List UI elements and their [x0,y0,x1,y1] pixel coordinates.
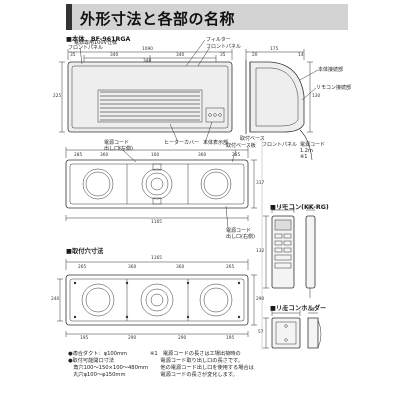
dim-holes-top-sub-2: 360 [128,265,137,270]
note-left-1: ●適合ダクト：φ100mm [68,351,128,357]
side-view [245,49,319,161]
main-unit-heading: ■本体 BF-961RGA [66,36,131,43]
dim-depth-sub: 130 [312,94,321,99]
power-note: 電源専用100V仕様 [74,40,117,46]
label-cord-exit-right: 出し口(右側) [226,234,255,240]
label-body-display: 本体表示部 [203,140,229,146]
dim-remote-width: 45 [279,205,285,210]
dim-holder-depth: 23 [309,308,315,313]
label-heater-cover: ヒーターカバー [164,140,200,146]
dim-holder-height: 57 [258,330,264,335]
mounting-holes-heading: ■取付穴寸法 [66,248,104,255]
dim-left-edge: 35 [70,53,76,58]
note-left-4: 丸穴φ100～φ150mm [68,372,126,378]
note-left-3: 角穴100～150×100～480mm [68,365,148,371]
label-front-panel-left: フロントパネル [68,45,104,51]
remote-holder-drawing [263,310,322,349]
dim-holder-width: 61 [282,308,288,313]
label-remote-connection: リモコン接続部 [316,85,352,91]
label-note-mark: ※1 [300,154,308,160]
dim-sub-width-3: 340 [143,59,152,64]
label-power-cord-bottom: 電源コード [104,140,130,146]
label-front-panel-side: フロントパネル [262,142,298,148]
note-right-2: 電源コード取り出し口の長さです。 [150,358,243,364]
bottom-view [65,145,257,229]
dim-holes-top-sub-1: 265 [78,265,87,270]
label-front-panel-right: フロントパネル [206,44,242,50]
dim-holes-bottom-sub-1: 195 [80,336,89,341]
label-filter: フィルター [206,37,231,43]
label-mounting-base-view: 取付ベース板 [226,143,256,149]
remote-holder-heading: ■リモコンホルダー [270,305,327,312]
dim-depth: 175 [270,47,279,52]
note-right-1: ※1 電源コードの長さは工場出荷時の [150,351,241,357]
front-view [59,39,233,144]
label-cord-length: 1.2m [300,148,313,154]
label-body-connection: 本体接続部 [318,67,344,73]
title-bar: 外形寸法と各部の名称 [66,4,348,30]
note-right-4: 電源コードの長さが変化します。 [150,372,238,378]
remote-heading: ■リモコン(KK-RG) [270,204,329,211]
dim-holes-bottom-sub-2: 290 [128,336,137,341]
dim-sub-width-1: 340 [110,53,119,58]
dim-right-edge: 35 [220,53,226,58]
note-left-2: ●取付可能開口寸法 [68,358,115,364]
dim-side-sub: 14 [298,53,304,58]
dim-holes-inner-height: 240 [51,297,60,302]
dim-bottom-sub-5: 285 [232,153,241,158]
page-title: 外形寸法と各部の名称 [80,10,236,28]
note-right-3: 他の電源コード出し口を使用する場合は [150,365,254,371]
remote-drawing [263,207,316,298]
dim-holes-bottom-sub-3: 290 [178,336,187,341]
dim-bottom-sub-4: 360 [198,153,207,158]
label-power-cord-bottom2: 電源コード [226,228,252,234]
dim-sub-width-2: 340 [176,53,185,58]
dim-remote-depth: 17 [307,205,313,210]
dim-top-sub: 20 [252,53,258,58]
dim-overall-width: 1090 [142,47,153,52]
label-mounting-base: 取付ベース [240,136,265,142]
dim-holes-overall-width: 1165 [151,256,162,261]
mounting-holes-view [57,259,257,337]
dim-holes-height: 290 [256,297,265,302]
dim-remote-height: 132 [256,249,265,254]
label-power-cord-side: 電源コード [300,142,326,148]
label-cord-exit-left: 出し口(左側) [104,146,133,152]
dim-holes-bottom-sub-4: 195 [226,336,235,341]
dim-bottom-sub-2: 360 [100,153,109,158]
dim-holes-top-sub-3: 360 [176,265,185,270]
dim-bottom-sub-3: 160 [151,153,160,158]
dim-height: 225 [53,94,62,99]
dim-bottom-width: 1165 [151,220,162,225]
dim-bottom-sub-1: 285 [74,153,83,158]
dim-bottom-height: 317 [256,181,265,186]
dim-holes-top-sub-4: 265 [226,265,235,270]
